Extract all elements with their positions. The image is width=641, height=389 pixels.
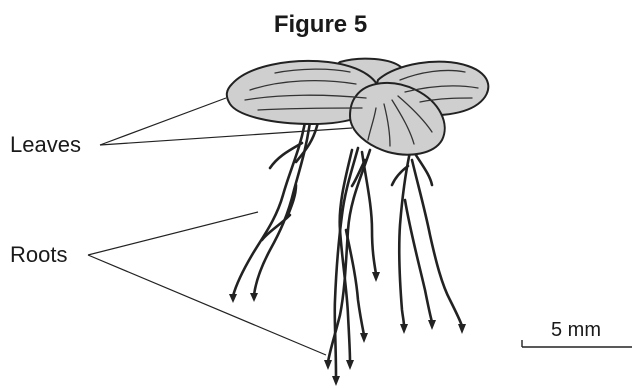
roots-leader-line [88, 255, 326, 355]
root-strand [399, 152, 410, 326]
root-tip [324, 360, 332, 370]
scale-bar [522, 340, 632, 347]
roots [233, 122, 462, 378]
root-tip [400, 324, 408, 334]
root-strand [288, 185, 296, 215]
leaves [227, 59, 489, 155]
root-tip [372, 272, 380, 282]
root-strand [405, 200, 432, 322]
root-tip [250, 293, 258, 302]
root-tip [229, 294, 237, 303]
root-strand [362, 152, 376, 274]
scale-bar-label: 5 mm [551, 319, 601, 341]
roots-leader-line [88, 212, 258, 255]
root-strand [254, 122, 310, 295]
root-tip [428, 320, 436, 330]
root-strand [412, 160, 462, 326]
root-tip [458, 324, 466, 334]
root-tip [332, 376, 340, 386]
leaves-label: Leaves [10, 133, 81, 157]
root-tip [346, 360, 354, 370]
root-tip [360, 333, 368, 343]
roots-label: Roots [10, 243, 67, 267]
